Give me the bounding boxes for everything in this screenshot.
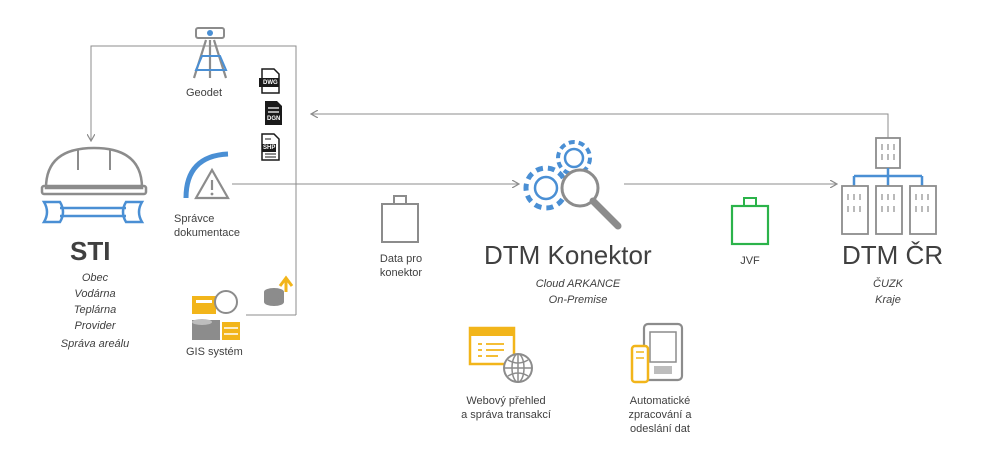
auto-label-1: Automatické [629,395,691,407]
auto-label-2: zpracování a [628,409,692,421]
gauge-warning-icon [183,151,230,200]
gears-search-icon [523,140,622,230]
jvf-label: JVF [740,255,760,267]
geodet-tripod-icon [192,27,228,79]
phone-device-icon [630,322,684,384]
konektor-line-2: On-Premise [548,294,608,306]
sti-role-1: Obec [81,272,109,284]
dtm-cr-title: DTM ČR [842,240,944,270]
shp-label: SHP [262,144,277,152]
sti-role-3: Teplárna [73,304,117,316]
web-browser-icon [468,326,533,383]
sti-title: STI [70,236,111,266]
spravce-label-1: Správce [174,213,215,225]
dtm-cr-line-1: ČUZK [873,278,903,290]
gis-system-icon [192,290,240,340]
dtm-cr-line-2: Kraje [875,294,901,306]
auto-label-3: odeslání dat [630,423,690,435]
helmet-wrench-icon [40,146,148,224]
sti-role-2: Vodárna [74,288,116,300]
sti-role-4: Provider [74,320,116,332]
konektor-line-1: Cloud ARKANCE [535,278,621,290]
geodet-to-sti-line [91,45,297,315]
geodet-label: Geodet [186,87,223,99]
buildings-icon [841,137,937,235]
dtm-return-line [312,114,889,138]
webovy-label-1: Webový přehled [466,395,546,407]
konektor-title: DTM Konektor [484,240,652,270]
database-upload-icon [264,275,294,306]
spravce-label-2: dokumentace [174,227,241,239]
dgn-label: DGN [266,115,282,123]
data-pro-label-1: Data pro [379,253,423,265]
jvf-bag-icon [730,197,770,246]
webovy-label-2: a správa transakcí [461,409,551,421]
dwg-label: DWG [262,79,279,87]
data-pro-label-2: konektor [379,267,423,279]
gis-label: GIS systém [186,346,243,358]
sti-role-5: Správa areálu [60,338,130,350]
data-bag-icon [381,195,419,243]
